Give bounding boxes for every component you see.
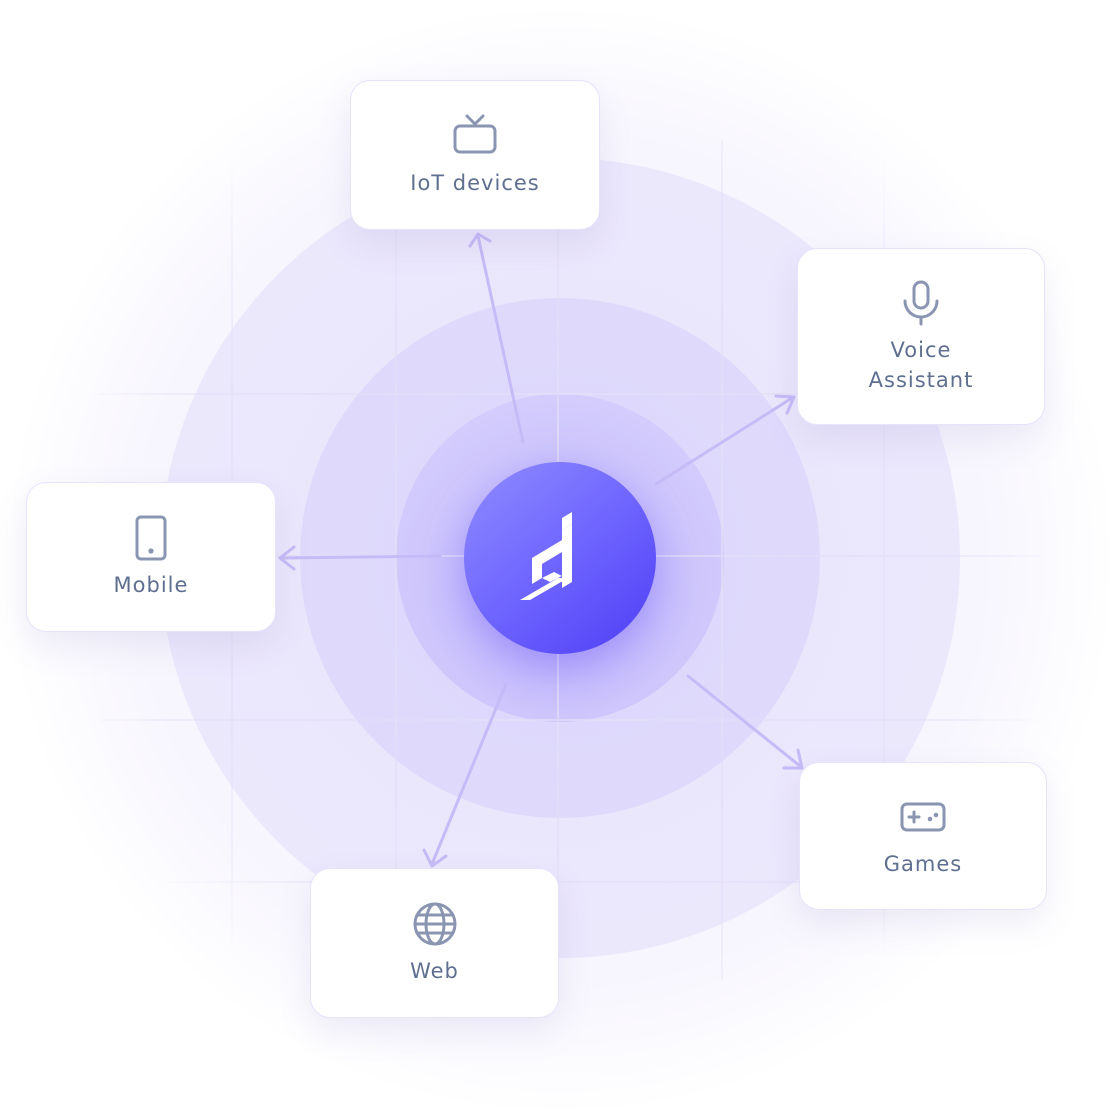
arrow-to-voice-assistant — [654, 394, 796, 486]
node-web: Web — [310, 868, 559, 1018]
node-iot-devices: IoT devices — [350, 80, 600, 230]
tv-icon — [453, 114, 497, 154]
strapi-logo-icon — [520, 512, 572, 600]
arrow-to-games — [686, 674, 804, 770]
node-label-voice-line-2: Assistant — [868, 367, 974, 392]
arrow-to-iot — [468, 232, 525, 444]
node-label-web: Web — [410, 959, 459, 983]
node-label-mobile: Mobile — [113, 573, 189, 597]
node-label-voice-line-1: Voice — [890, 337, 952, 362]
central-hub — [464, 462, 656, 654]
node-games: Games — [799, 762, 1047, 910]
node-voice-assistant: Voice Assistant — [797, 248, 1045, 425]
node-mobile: Mobile — [26, 482, 276, 632]
arrow-to-mobile — [278, 545, 442, 571]
node-label-games: Games — [883, 852, 963, 876]
smartphone-icon — [135, 515, 167, 561]
arrow-to-web — [422, 682, 508, 868]
node-label-voice: Voice Assistant — [869, 335, 974, 395]
globe-icon — [413, 902, 456, 946]
node-label-iot: IoT devices — [410, 171, 540, 195]
gamepad-icon — [900, 802, 946, 832]
microphone-icon — [903, 280, 939, 325]
